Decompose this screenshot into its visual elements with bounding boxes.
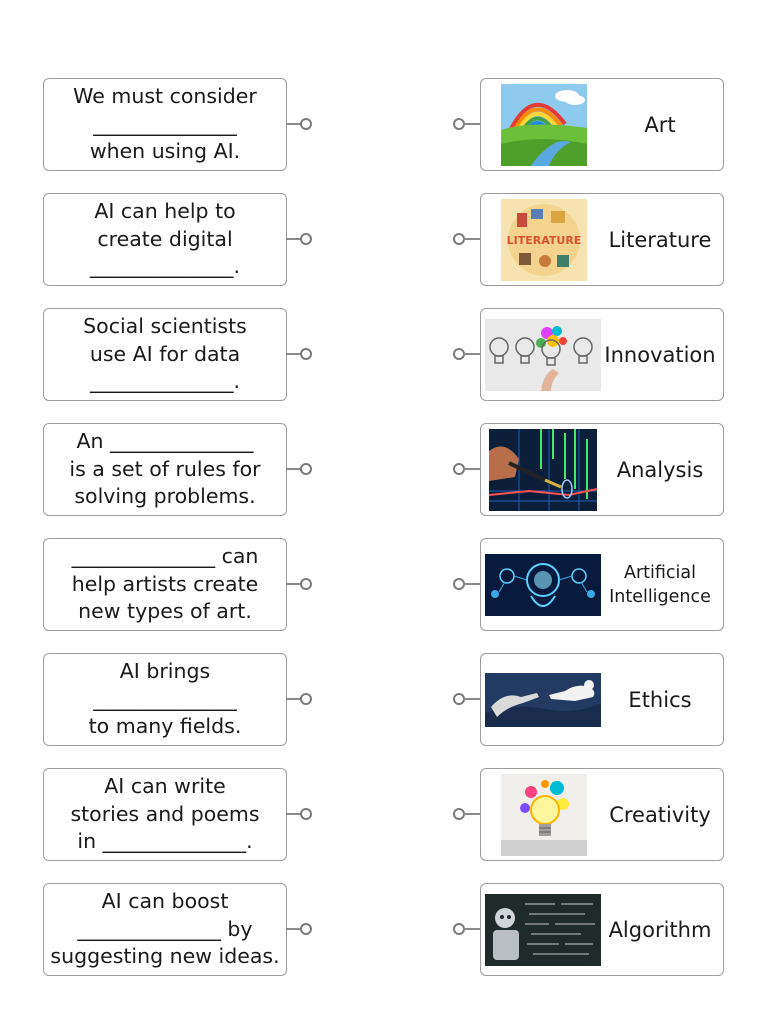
answer-card-algorithm[interactable]: Algorithm: [480, 883, 724, 976]
answer-label: Algorithm: [608, 917, 712, 942]
answer-card-art[interactable]: Art: [480, 78, 724, 171]
answer-label: Ethics: [628, 687, 692, 712]
prompt-connector-8[interactable]: [286, 923, 312, 935]
prompt-text: We must consider ______________ when usi…: [73, 84, 257, 164]
prompt-card-6[interactable]: AI brings ______________ to many fields.: [43, 653, 287, 746]
prompt-card-3[interactable]: Social scientists use AI for data ______…: [43, 308, 287, 401]
answer-card-literature[interactable]: LITERATURE Literature: [480, 193, 724, 286]
prompt-card-8[interactable]: AI can boost ______________ by suggestin…: [43, 883, 287, 976]
answer-label: Analysis: [616, 457, 704, 482]
answer-connector-4[interactable]: [453, 463, 481, 475]
answer-label: Art: [644, 112, 676, 137]
connector-dot[interactable]: [300, 348, 312, 360]
lightbulbs-image: [485, 318, 601, 391]
literature-illustration-image: LITERATURE: [501, 198, 587, 281]
prompt-text: Social scientists use AI for data ______…: [83, 314, 247, 394]
literature-image-text: LITERATURE: [507, 234, 582, 247]
prompt-connector-1[interactable]: [286, 118, 312, 130]
colorful-lightbulb-image: [501, 773, 587, 856]
answer-card-ethics[interactable]: Ethics: [480, 653, 724, 746]
answer-card-analysis[interactable]: Analysis: [480, 423, 724, 516]
prompt-card-5[interactable]: ______________ can help artists create n…: [43, 538, 287, 631]
prompt-card-2[interactable]: AI can help to create digital __________…: [43, 193, 287, 286]
connector-dot[interactable]: [300, 923, 312, 935]
prompt-card-4[interactable]: An ______________ is a set of rules for …: [43, 423, 287, 516]
answer-label: Creativity: [609, 802, 711, 827]
answer-connector-7[interactable]: [453, 808, 481, 820]
answer-label: Innovation: [604, 342, 716, 367]
digital-brain-image: [485, 553, 601, 616]
prompt-text: AI brings ______________ to many fields.: [88, 659, 242, 739]
answer-connector-6[interactable]: [453, 693, 481, 705]
robot-chalkboard-image: [485, 893, 601, 966]
answer-connector-5[interactable]: [453, 578, 481, 590]
answer-card-innovation[interactable]: Innovation: [480, 308, 724, 401]
answer-card-creativity[interactable]: Creativity: [480, 768, 724, 861]
answer-label: Literature: [608, 227, 712, 252]
answer-label: Artificial Intelligence: [609, 562, 711, 607]
answer-card-artificial-intelligence[interactable]: Artificial Intelligence: [480, 538, 724, 631]
prompt-connector-4[interactable]: [286, 463, 312, 475]
prompt-connector-6[interactable]: [286, 693, 312, 705]
prompt-text: ______________ can help artists create n…: [71, 544, 259, 624]
prompt-connector-5[interactable]: [286, 578, 312, 590]
connector-dot[interactable]: [300, 808, 312, 820]
prompt-connector-2[interactable]: [286, 233, 312, 245]
prompt-card-1[interactable]: We must consider ______________ when usi…: [43, 78, 287, 171]
answer-connector-3[interactable]: [453, 348, 481, 360]
prompt-text: AI can help to create digital __________…: [89, 199, 241, 279]
connector-dot[interactable]: [300, 693, 312, 705]
answer-connector-2[interactable]: [453, 233, 481, 245]
prompt-text: AI can write stories and poems in ______…: [70, 774, 260, 854]
prompt-connector-3[interactable]: [286, 348, 312, 360]
answer-connector-1[interactable]: [453, 118, 481, 130]
rainbow-landscape-image: [501, 83, 587, 166]
prompt-card-7[interactable]: AI can write stories and poems in ______…: [43, 768, 287, 861]
connector-dot[interactable]: [300, 463, 312, 475]
answer-connector-8[interactable]: [453, 923, 481, 935]
connector-dot[interactable]: [300, 118, 312, 130]
connector-dot[interactable]: [300, 233, 312, 245]
prompt-connector-7[interactable]: [286, 808, 312, 820]
prompt-text: An ______________ is a set of rules for …: [69, 429, 261, 509]
connector-dot[interactable]: [300, 578, 312, 590]
robot-human-hands-image: [485, 672, 601, 727]
prompt-text: AI can boost ______________ by suggestin…: [50, 889, 280, 969]
data-graph-pen-image: [489, 428, 597, 511]
